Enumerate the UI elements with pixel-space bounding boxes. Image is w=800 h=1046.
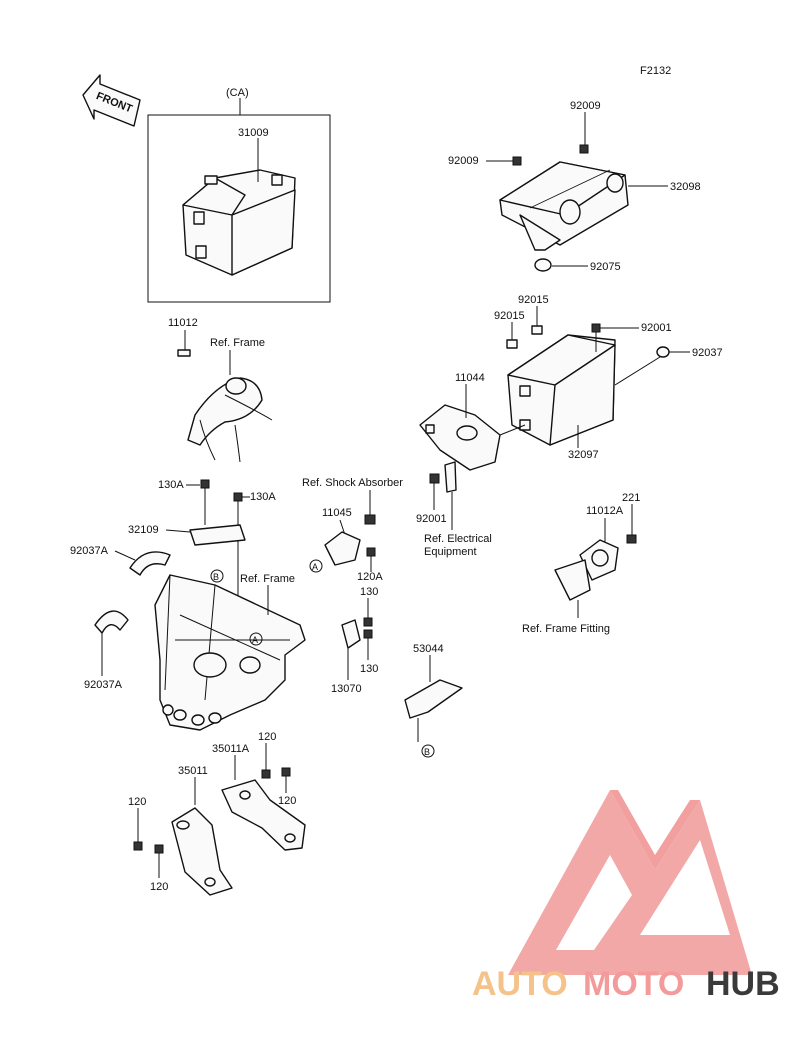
part-92075: 92075: [590, 261, 621, 273]
part-92015-b: 92015: [494, 310, 525, 322]
marker-b2: [421, 744, 435, 758]
part-120-c: 120: [128, 796, 146, 808]
part-53044: 53044: [413, 643, 444, 655]
bracket-35011A: [221, 779, 306, 851]
ref-frame-top: Ref. Frame: [210, 337, 265, 349]
part-92037A-bottom: 92037A: [84, 679, 123, 691]
part-11044: 11044: [455, 372, 485, 384]
damper-92075: [534, 258, 552, 272]
part-221: 221: [622, 492, 640, 504]
ref-frame-main: Ref. Frame: [240, 573, 295, 585]
part-92009-top: 92009: [570, 100, 601, 112]
watermark-logo: [508, 790, 752, 975]
part-130-a: 130: [360, 586, 378, 598]
part-92037A-top: 92037A: [70, 545, 109, 557]
bracket-13070: [341, 619, 361, 649]
svg-text:A: A: [252, 635, 258, 645]
svg-text:A: A: [312, 562, 318, 572]
figure-code: F2132: [640, 65, 671, 77]
group-label: (CA): [226, 87, 249, 99]
frame-main: [154, 574, 306, 731]
ca-group-box: [147, 114, 331, 303]
ref-frame-fitting: Ref. Frame Fitting: [522, 623, 610, 635]
part-11012: 11012: [168, 317, 198, 329]
svg-text:HUB: HUB: [706, 965, 780, 1003]
part-31009: 31009: [238, 127, 269, 139]
battery-case-32097: [507, 334, 616, 446]
marker-a1: [249, 632, 263, 646]
ref-electrical-1: Ref. Electrical: [424, 533, 492, 545]
part-11045: 11045: [322, 507, 352, 519]
svg-text:MOTO: MOTO: [583, 965, 684, 1003]
marker-b1: [210, 569, 224, 583]
part-120-a: 120: [258, 731, 276, 743]
pad-53044: [404, 679, 463, 719]
part-35011: 35011: [178, 765, 208, 777]
part-32098: 32098: [670, 181, 701, 193]
part-92037: 92037: [692, 347, 723, 359]
band-92037A-bottom: [94, 610, 129, 634]
svg-text:AUTO: AUTO: [472, 965, 568, 1003]
bracket-35011: [171, 807, 233, 896]
ref-electrical-2: Equipment: [424, 546, 477, 558]
part-13070: 13070: [331, 683, 362, 695]
battery-case-ca: [182, 169, 296, 276]
part-92015-a: 92015: [518, 294, 549, 306]
part-130A-a: 130A: [158, 479, 184, 491]
part-35011A: 35011A: [212, 743, 250, 755]
frame-section-top: [187, 377, 273, 463]
part-130A-b: 130A: [250, 491, 276, 503]
part-11012A: 11012A: [586, 505, 624, 517]
part-32109: 32109: [128, 524, 159, 536]
bracket-11044: [419, 404, 526, 471]
band-92037A-top: [129, 551, 171, 576]
part-32097: 32097: [568, 449, 599, 461]
marker-a2: [309, 559, 323, 573]
front-arrow: FRONT: [82, 74, 141, 127]
cover-32109: [189, 524, 246, 546]
battery-cover-32098: [499, 161, 629, 251]
watermark-text: AUTO MOTO HUB: [472, 965, 780, 1003]
part-92001-bottom: 92001: [416, 513, 447, 525]
part-120-d: 120: [150, 881, 168, 893]
bracket-11045: [324, 531, 361, 566]
part-130-b: 130: [360, 663, 378, 675]
ref-shock-absorber: Ref. Shock Absorber: [302, 477, 403, 489]
frame-fitting: [554, 539, 619, 601]
part-92009-left: 92009: [448, 155, 479, 167]
svg-text:B: B: [424, 747, 430, 757]
svg-text:B: B: [213, 572, 219, 582]
part-92001-top: 92001: [641, 322, 672, 334]
part-120-b: 120: [278, 795, 296, 807]
part-120A: 120A: [357, 571, 383, 583]
